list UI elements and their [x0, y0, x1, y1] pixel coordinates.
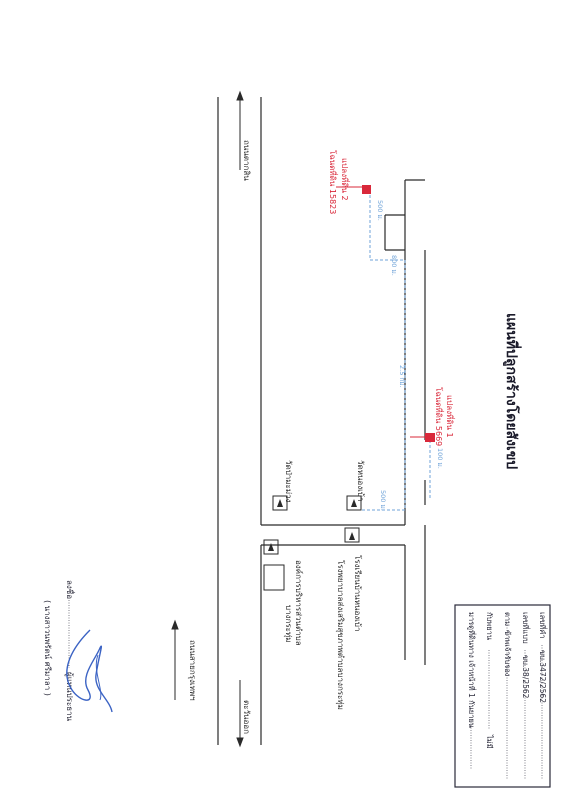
plot2-deed: โฉนดที่ดิน 15823 — [328, 150, 339, 214]
route-path — [362, 195, 431, 511]
plot1-deed: โฉนดที่ดิน 5669 — [434, 387, 445, 446]
school-label: โรงเรียนบ้านหนองเบ้า — [353, 555, 363, 631]
signature-label: ลงชื่อ — [65, 580, 76, 599]
info-line2-value: ขบ.38/2562 — [521, 655, 530, 699]
signature-stroke — [95, 654, 102, 701]
distance-1: 500 ม. — [376, 200, 384, 221]
road-arrows — [171, 90, 244, 748]
arrow-top-head — [236, 90, 244, 101]
hospital-label: วัดหนองเบ้า — [356, 460, 365, 501]
info-line4-label: กับพยาน — [485, 612, 494, 640]
market2-label: บางกระทุ่ม — [284, 605, 293, 642]
office-label: โรงพยาบาลส่งเสริมสุขภาพตำบลบางกระทุ่ม — [336, 560, 346, 710]
road-label-bottom: ตะวันออก — [242, 700, 251, 734]
plot1-label: แปลงที่ดิน 1 — [445, 395, 456, 438]
distance-5: 100 ม. — [436, 448, 444, 469]
temple-label: วัดป่ามะม่วง — [284, 460, 293, 503]
route-segment-2 — [362, 260, 406, 511]
signature-name: ( นางสาวนพรัตน์ ศรีมาลา ) — [43, 600, 53, 696]
road-lines — [217, 97, 426, 745]
info-line3-value: ข้าพเจ้ารับรอง — [503, 630, 512, 677]
plot1-marker — [425, 433, 435, 442]
arrow-left-head — [171, 619, 179, 630]
landmark-markers — [268, 499, 357, 551]
plot2-marker — [362, 185, 371, 194]
market-label: องค์การบริหารส่วนตำบล — [294, 560, 304, 646]
distance-3: 2.5 กม. — [398, 365, 406, 388]
info-box: เลขที่คำ ขบ.3472/2562 เลขที่แบบ ขบ.38/25… — [454, 604, 551, 788]
info-line4-value: ไม่มี — [485, 734, 494, 749]
hospital-box — [263, 564, 285, 591]
plot2-label: แปลงที่ดิน 2 — [340, 158, 351, 201]
temple-marker — [277, 499, 283, 507]
info-line1-value: ขบ.3472/2562 — [538, 650, 547, 703]
info-box-frame — [454, 604, 551, 788]
landmark-boxes — [263, 495, 362, 591]
map-title: แผนที่ปลูกสร้างโดยสังเขป — [503, 313, 522, 469]
office-marker — [349, 532, 355, 540]
market-marker — [268, 543, 274, 551]
info-line3-label: ตาม — [503, 612, 512, 626]
signature-role: ผู้แทนประธาน — [64, 672, 74, 722]
temple-box — [272, 495, 288, 511]
market-box — [263, 539, 279, 555]
signature-scribble — [66, 629, 113, 713]
road-label-left: ถนนสายกรุงเทพฯ — [188, 640, 197, 701]
info-line1-label: เลขที่คำ — [538, 612, 548, 638]
office-box — [344, 527, 360, 543]
info-line5: มารดูที่ดินทาง เจ้าหน้าที่ 1 กันยายน — [467, 612, 477, 728]
info-line2-label: เลขที่แบบ — [521, 612, 531, 644]
arrow-bottom-head — [236, 737, 244, 748]
distance-4: 500 ม. — [379, 490, 387, 511]
school-box — [346, 495, 362, 511]
road-label-top: ถนนตากสิน — [242, 140, 251, 181]
signature-area: ลงชื่อ ผู้แทนประธาน ( นางสาวนพรัตน์ ศรีม… — [43, 580, 113, 722]
school-marker — [351, 499, 357, 507]
distance-2: 800 ม. — [390, 255, 398, 276]
route-segment-1 — [369, 195, 405, 261]
